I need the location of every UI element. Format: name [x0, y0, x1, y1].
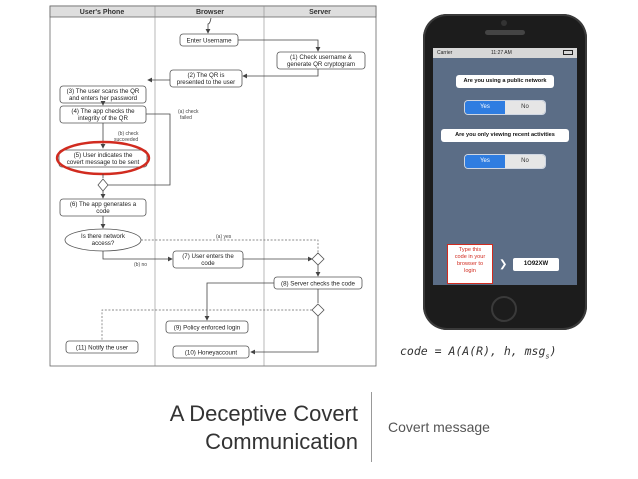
- lane-header-server: Server: [309, 9, 331, 16]
- formula: code = A(A(R), h, msgs): [400, 344, 557, 360]
- step-2-box: [169, 69, 243, 88]
- decision-text-line1: Is there network: [81, 233, 126, 240]
- lane-header-browser: Browser: [196, 9, 224, 16]
- home-button[interactable]: [491, 296, 517, 322]
- question-public-network: Are you using a public network: [456, 75, 554, 88]
- step-10-text: (10) Honeyaccount: [185, 350, 238, 357]
- edge-label-no: (b) no: [134, 262, 147, 268]
- toggle-no-option[interactable]: No: [505, 155, 545, 168]
- toggle-yes-option[interactable]: Yes: [465, 155, 505, 168]
- edge-label-yes: (a) yes: [216, 234, 232, 240]
- step-1-text-line1: (1) Check username &: [290, 54, 353, 61]
- swimlane-header-bar: [49, 5, 377, 18]
- step-6-text-line1: (6) The app generates a: [70, 201, 137, 208]
- decision-text-line2: access?: [92, 240, 115, 247]
- generated-code: 1O92XW: [513, 258, 559, 271]
- formula-close: ): [549, 344, 557, 358]
- step-5-text-line1: (5) User indicates the: [74, 152, 133, 159]
- login-hint-box: Type this code in your browser to login: [447, 244, 493, 284]
- phone-speaker: [485, 30, 525, 35]
- step-11-box: [65, 340, 139, 354]
- status-time: 11:27 AM: [491, 50, 512, 56]
- step-7-box: [172, 250, 244, 269]
- step-4-text-line1: (4) The app checks the: [71, 108, 135, 115]
- lane-header-phone: User's Phone: [80, 9, 125, 16]
- step-6-text-line2: code: [96, 208, 110, 215]
- step-1-text-line2: generate QR cryptogram: [287, 61, 355, 68]
- slide-title: A Deceptive Covert Communication: [108, 400, 358, 456]
- battery-icon: [563, 50, 573, 55]
- formula-main: code = A(A(R), h, msg: [400, 344, 546, 358]
- toggle-yes-option[interactable]: Yes: [465, 101, 505, 114]
- toggle-public-network[interactable]: Yes No: [465, 101, 545, 114]
- step-5-box: [58, 149, 148, 168]
- edge-label-check-succeeded-1: (b) check: [118, 131, 139, 137]
- question-recent-activities: Are you only viewing recent activities: [441, 129, 569, 142]
- step-7-text-line1: (7) User enters the: [182, 253, 234, 260]
- title-line-2: Communication: [205, 429, 358, 454]
- step-8-text: (8) Server checks the code: [281, 281, 355, 288]
- step-5-text-line2: covert message to be sent: [67, 159, 140, 166]
- toggle-recent-activities[interactable]: Yes No: [465, 155, 545, 168]
- hint-line: login: [464, 268, 476, 274]
- hint-line: code in your: [454, 254, 486, 260]
- flowchart: User's Phone Browser Server Enter Userna…: [49, 5, 377, 367]
- step-4-text-line2: integrity of the QR: [78, 115, 128, 122]
- edge-label-check-failed-1: (a) check: [178, 109, 199, 115]
- phone-screen: Carrier 11:27 AM Are you using a public …: [433, 48, 577, 285]
- hint-line: browser to: [456, 261, 484, 267]
- step-2-text-line2: presented to the user: [177, 79, 235, 86]
- title-line-1: A Deceptive Covert: [169, 401, 358, 426]
- step-3-text-line1: (3) The user scans the QR: [67, 88, 140, 95]
- toggle-no-option[interactable]: No: [505, 101, 545, 114]
- slide-subtitle: Covert message: [388, 419, 490, 435]
- step-2-text-line1: (2) The QR is: [187, 72, 224, 79]
- arrow-right-icon: ❯: [499, 259, 508, 270]
- edge-label-check-failed-2: failed: [180, 115, 192, 121]
- step-3-text-line2: and enters her password: [69, 95, 138, 102]
- step-1-box: [276, 51, 366, 70]
- carrier-label: Carrier: [437, 50, 453, 56]
- formula-subscript: s: [545, 352, 550, 361]
- step-7-text-line2: code: [201, 260, 215, 267]
- status-bar: Carrier 11:27 AM: [433, 48, 577, 58]
- edge-label-check-succeeded-2: succeeded: [114, 137, 138, 143]
- step-10-box: [172, 345, 250, 359]
- phone-camera: [501, 20, 507, 26]
- phone-mockup: Carrier 11:27 AM Are you using a public …: [423, 14, 587, 330]
- step-9-text: (9) Policy enforced login: [174, 325, 241, 332]
- hint-line: Type this: [458, 247, 482, 253]
- divider: [371, 392, 372, 462]
- step-11-text: (11) Notify the user: [76, 345, 128, 352]
- enter-username-text: Enter Username: [186, 38, 232, 45]
- step-9-box: [165, 320, 249, 334]
